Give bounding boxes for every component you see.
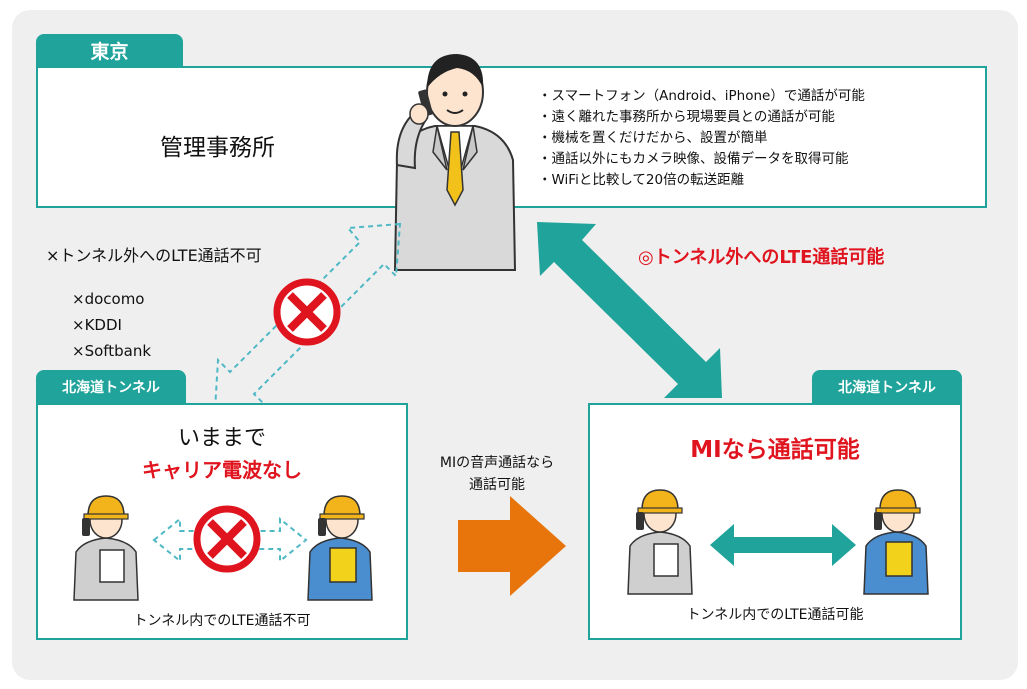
- left-panel-title: いままで: [177, 426, 266, 451]
- mi-voice-label: MIの音声通話なら 通話可能: [412, 452, 582, 496]
- feature-list: ・スマートフォン（Android、iPhone）で通話が可能 ・遠く離れた事務所…: [538, 86, 865, 191]
- worker-illustration: [627, 489, 693, 595]
- worker-illustration: [863, 489, 929, 595]
- worker-illustration: [307, 495, 373, 601]
- teal-horizontal-arrow: [710, 524, 856, 566]
- right-panel-caption: トンネル内でのLTE通話可能: [686, 607, 864, 623]
- left-panel-caption: トンネル内でのLTE通話不可: [133, 613, 311, 629]
- orange-arrow: [458, 496, 566, 596]
- mi-voice-line2: 通話可能: [469, 477, 525, 493]
- feature-item: ・機械を置くだけだから、設置が簡単: [538, 130, 768, 146]
- carrier-item: ×docomo: [72, 290, 145, 308]
- feature-item: ・通話以外にもカメラ映像、設備データを取得可能: [538, 151, 849, 167]
- left-panel-subtitle: キャリア電波なし: [142, 458, 302, 482]
- feature-item: ・WiFiと比較して20倍の転送距離: [538, 172, 745, 188]
- businessman-illustration: [393, 54, 517, 271]
- carrier-item: ×KDDI: [72, 316, 122, 334]
- carrier-list: ×docomo ×KDDI ×Softbank: [72, 286, 151, 364]
- right-panel-title: MIなら通話可能: [690, 437, 860, 463]
- right-tunnel-tab: 北海道トンネル: [812, 370, 962, 404]
- worker-illustration: [73, 495, 139, 601]
- carrier-item: ×Softbank: [72, 342, 152, 360]
- prohibited-icon: [273, 278, 341, 346]
- office-label: 管理事務所: [160, 135, 275, 161]
- mi-voice-line1: MIの音声通話なら: [439, 455, 555, 471]
- prohibited-icon: [193, 505, 261, 573]
- dashed-horizontal-arrow: [152, 516, 308, 564]
- tokyo-tab: 東京: [36, 34, 183, 67]
- no-external-call-heading: ×トンネル外へのLTE通話不可: [46, 246, 262, 265]
- feature-item: ・スマートフォン（Android、iPhone）で通話が可能: [538, 88, 865, 104]
- external-call-possible-label: ◎トンネル外へのLTE通話可能: [638, 247, 885, 268]
- feature-item: ・遠く離れた事務所から現場要員との通話が可能: [538, 109, 835, 125]
- left-tunnel-tab: 北海道トンネル: [36, 370, 186, 404]
